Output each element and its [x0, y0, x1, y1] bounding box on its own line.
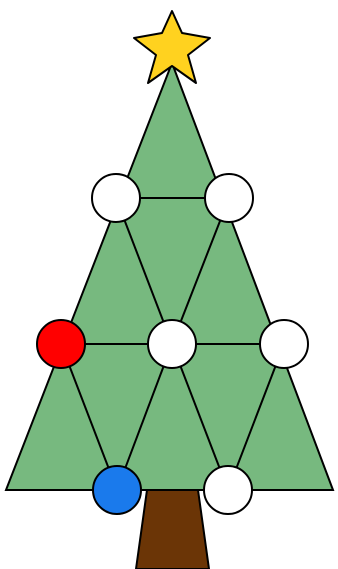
ornament-middle-center	[148, 320, 196, 368]
ornament-bottom-left	[93, 466, 141, 514]
ornament-bottom-right	[204, 466, 252, 514]
tree-trunk	[136, 490, 209, 569]
tree-body	[6, 63, 333, 490]
ornament-top-left	[92, 174, 140, 222]
ornament-top-right	[205, 174, 253, 222]
ornament-middle-left	[37, 320, 85, 368]
ornament-middle-right	[260, 320, 308, 368]
